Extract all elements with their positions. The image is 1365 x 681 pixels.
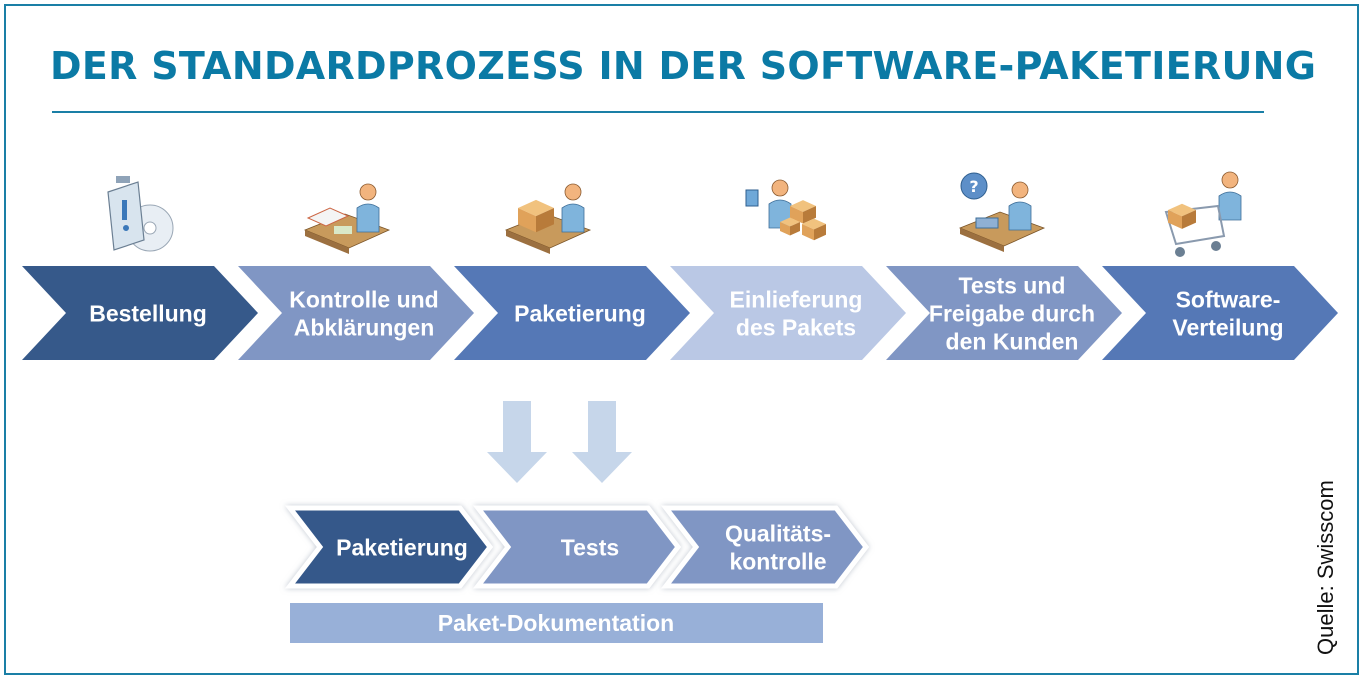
- down-arrow-icon: [487, 401, 547, 483]
- title-divider: [52, 111, 1264, 113]
- person-packing-box-icon: [504, 183, 592, 254]
- step-icons: ?: [107, 171, 1242, 257]
- process-step-label: Tests und: [959, 272, 1066, 298]
- down-arrows: [487, 401, 632, 483]
- sub-step-label: Paketierung: [336, 534, 468, 560]
- source-credit: Quelle: Swisscom: [1313, 480, 1338, 655]
- person-delivering-boxes-icon: [745, 179, 826, 241]
- documentation-bar: Paket-Dokumentation: [290, 603, 823, 643]
- process-step-label: Freigabe durch: [929, 300, 1095, 326]
- process-step-label: des Pakets: [736, 314, 856, 340]
- clipboard-cd-icon: [107, 176, 174, 252]
- sub-step-label: Qualitäts-: [725, 520, 831, 546]
- sub-step-chevron: [660, 505, 870, 589]
- person-phone-question-icon: ?: [958, 172, 1046, 252]
- documentation-bar-label: Paket-Dokumentation: [438, 610, 674, 636]
- person-desk-documents-icon: [303, 183, 391, 254]
- sub-step-label: Tests: [561, 534, 619, 560]
- process-step-label: Bestellung: [89, 300, 207, 326]
- process-step-chevron: [1102, 266, 1338, 360]
- process-step-chevron: [454, 266, 690, 360]
- svg-text:?: ?: [969, 177, 978, 196]
- process-step-label: den Kunden: [946, 328, 1079, 354]
- process-step-label: Paketierung: [514, 300, 646, 326]
- sub-step-label: kontrolle: [729, 548, 826, 574]
- process-step-chevron: [886, 266, 1122, 360]
- down-arrow-icon: [572, 401, 632, 483]
- process-step-label: Einlieferung: [730, 286, 863, 312]
- process-step-chevron: [238, 266, 474, 360]
- sub-step-chevron: [472, 505, 682, 589]
- process-step-label: Kontrolle und: [289, 286, 438, 312]
- diagram-title: DER STANDARDPROZESS IN DER SOFTWARE-PAKE…: [50, 44, 1317, 88]
- process-step-label: Verteilung: [1172, 314, 1283, 340]
- documentation-bar-background: [290, 603, 823, 643]
- process-step-chevron: [22, 266, 258, 360]
- person-shopping-cart-icon: [1164, 171, 1242, 257]
- process-step-chevron: [670, 266, 906, 360]
- process-step-label: Abklärungen: [294, 314, 435, 340]
- sub-process-chevrons: Paketierung Tests Qualitäts-kontrolle: [284, 505, 870, 589]
- process-step-label: Software-: [1176, 286, 1281, 312]
- sub-step-chevron: [284, 505, 494, 589]
